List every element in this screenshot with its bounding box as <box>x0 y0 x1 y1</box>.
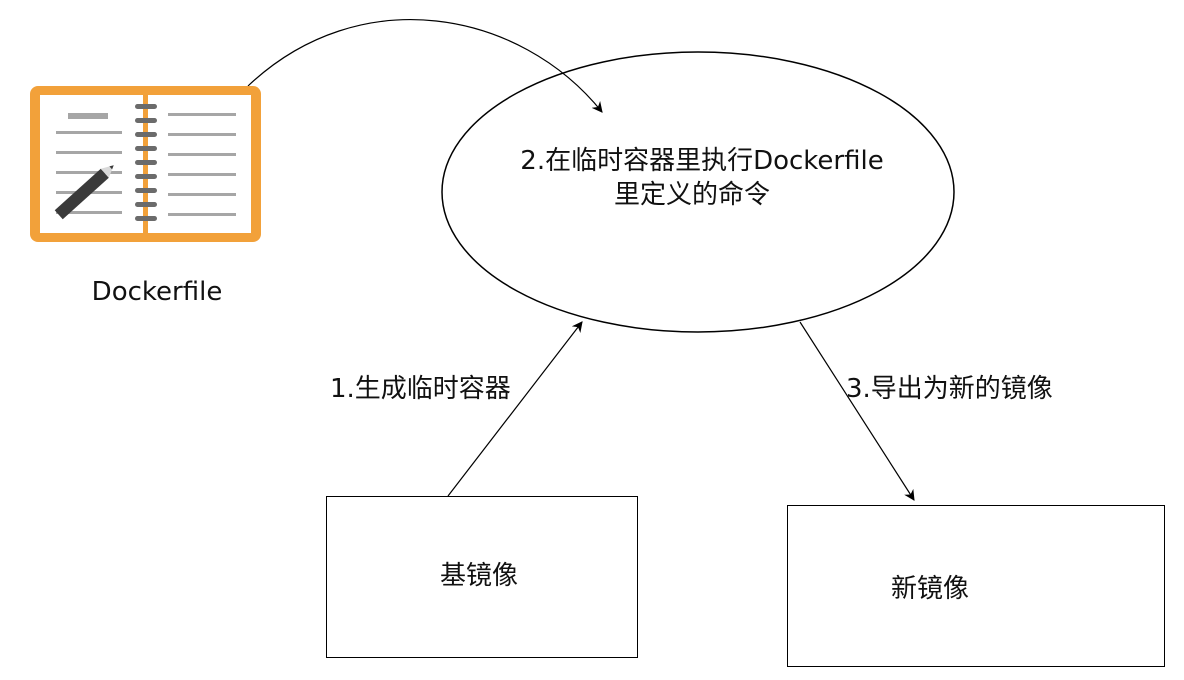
step1-label: 1.生成临时容器 <box>330 374 511 404</box>
base-image-box: 基镜像 <box>326 496 638 658</box>
dockerfile-label: Dockerfile <box>91 277 223 307</box>
new-image-box: 新镜像 <box>787 505 1165 667</box>
temp-container-ellipse <box>441 51 955 333</box>
notebook-pencil-icon <box>30 86 261 242</box>
step1-arrow <box>447 321 583 497</box>
dockerfile-to-container-arrow <box>247 19 603 113</box>
step3-arrow <box>799 321 915 501</box>
ellipse-text-line2: 里定义的命令 <box>613 180 771 210</box>
base-image-label: 基镜像 <box>439 561 519 591</box>
step3-label: 3.导出为新的镜像 <box>846 374 1053 404</box>
ellipse-text-line1: 2.在临时容器里执行Dockerfile <box>520 146 884 176</box>
new-image-label: 新镜像 <box>890 574 970 604</box>
